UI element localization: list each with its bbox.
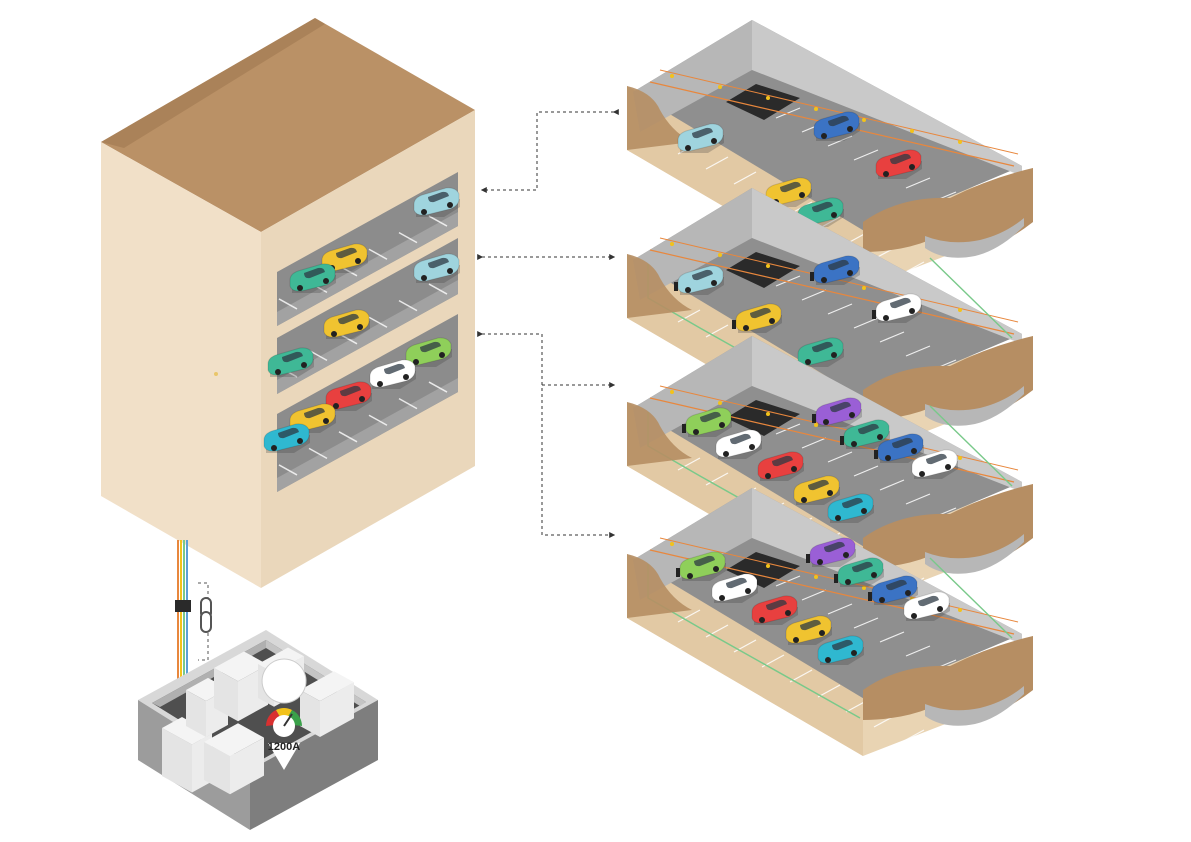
parking-building — [101, 18, 475, 588]
car-icon — [875, 293, 922, 323]
car-icon — [875, 149, 922, 179]
car-icon — [809, 537, 856, 567]
car-icon — [817, 635, 864, 665]
car-icon — [871, 575, 918, 605]
connector-bottom — [477, 331, 616, 538]
car-icon — [797, 337, 844, 367]
car-icon — [903, 591, 950, 621]
car-icon — [715, 429, 762, 459]
car-icon — [677, 123, 724, 153]
car-icon — [735, 303, 782, 333]
car-icon — [827, 493, 874, 523]
car-icon — [911, 449, 958, 479]
parking-level — [627, 20, 1033, 288]
roof-parapet — [101, 18, 325, 148]
connector-top — [480, 109, 619, 193]
car-icon — [877, 433, 924, 463]
electrical-panel-icon — [204, 723, 264, 795]
car-icon — [757, 451, 804, 481]
building-front-face — [101, 142, 261, 588]
ev-charger-icon — [810, 272, 814, 281]
ev-charger-icon — [732, 320, 736, 329]
ev-charger-icon — [840, 436, 844, 445]
car-icon — [813, 255, 860, 285]
ev-charger-icon — [812, 414, 816, 423]
car-icon — [289, 263, 336, 293]
car-icon — [815, 397, 862, 427]
car-icon — [413, 253, 460, 283]
car-icon — [785, 615, 832, 645]
car-icon — [843, 419, 890, 449]
car-icon — [685, 407, 732, 437]
car-icon — [267, 347, 314, 377]
car-icon — [813, 111, 860, 141]
car-icon — [413, 187, 460, 217]
car-icon — [677, 265, 724, 295]
power-gauge-icon: 1200A — [261, 658, 307, 770]
ev-charger-icon — [676, 568, 680, 577]
car-icon — [711, 573, 758, 603]
parking-level — [627, 336, 1033, 604]
electrical-panel-icon — [300, 671, 354, 737]
cutaway-levels — [627, 20, 1033, 756]
ev-charger-icon — [834, 574, 838, 583]
ev-charger-icon — [868, 592, 872, 601]
level-connectors — [477, 109, 619, 538]
car-icon — [837, 557, 884, 587]
car-icon — [263, 423, 310, 453]
ev-charger-icon — [682, 424, 686, 433]
parking-level — [627, 488, 1033, 756]
car-icon — [679, 551, 726, 581]
ev-charger-icon — [806, 554, 810, 563]
building-roof — [101, 18, 475, 232]
ev-charger-icon — [872, 310, 876, 319]
meter-reading: 1200A — [268, 741, 300, 753]
car-icon — [751, 595, 798, 625]
car-icon — [405, 337, 452, 367]
electrical-room: 1200A — [138, 630, 378, 830]
cable-link-icon — [198, 582, 212, 661]
car-icon — [369, 359, 416, 389]
car-icon — [793, 475, 840, 505]
ev-charger-icon — [674, 282, 678, 291]
car-icon — [323, 309, 370, 339]
ev-charger-icon — [874, 450, 878, 459]
